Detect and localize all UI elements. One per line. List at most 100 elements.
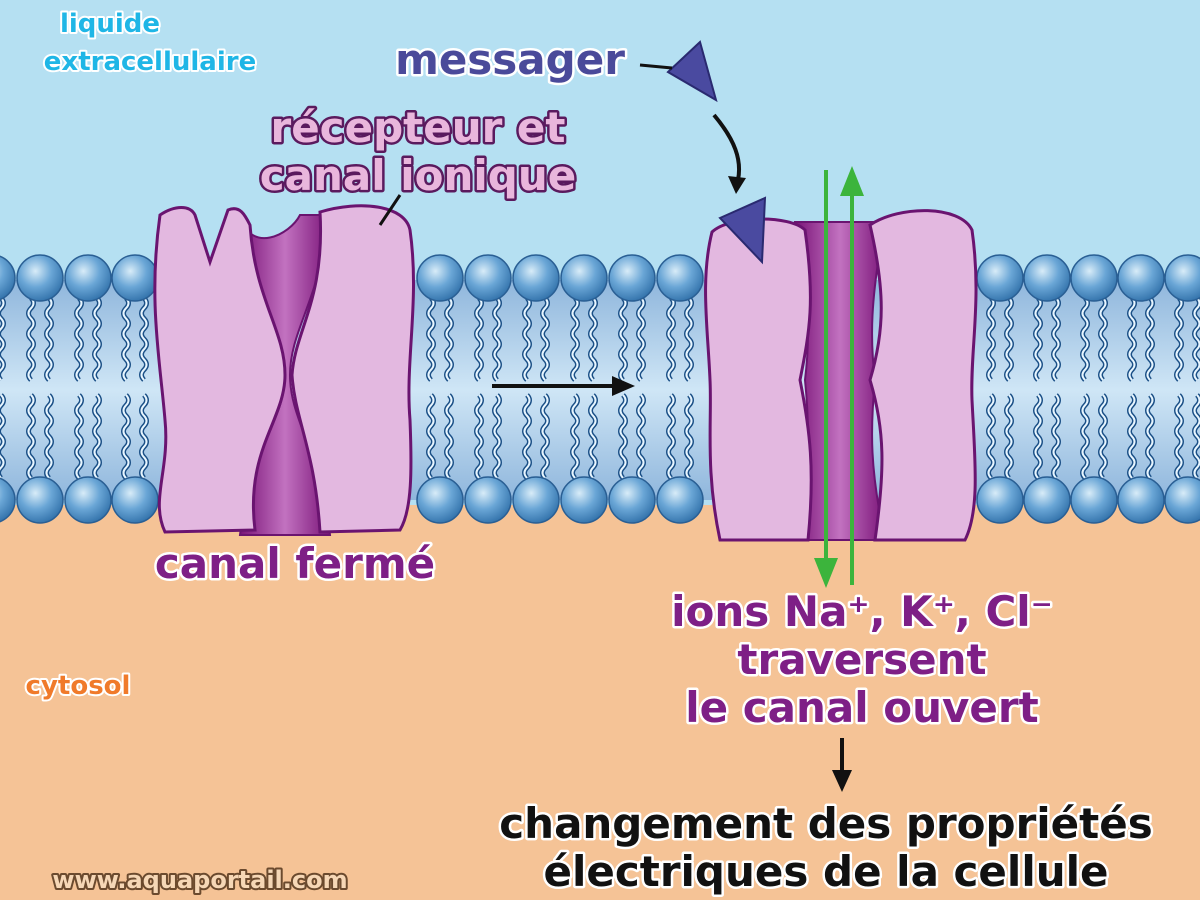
label-ions-2: traversent: [737, 635, 986, 684]
lipid-tail: [685, 297, 693, 381]
lipid-tail: [1081, 394, 1089, 479]
lipid-tail: [541, 297, 549, 381]
lipid-tail: [445, 394, 453, 479]
lipid-head: [608, 254, 656, 302]
lipid-head: [976, 476, 1024, 524]
label-closed-channel: canal fermé: [155, 539, 435, 588]
lipid-tail: [1146, 394, 1154, 479]
lipid-head: [0, 255, 16, 301]
lipid-head: [512, 476, 560, 524]
label-ions-3: le canal ouvert: [685, 683, 1038, 732]
lipid-tail: [987, 297, 995, 381]
lipid-head: [560, 254, 608, 302]
lipid-tail: [122, 297, 130, 381]
lipid-head: [64, 254, 112, 302]
label-ions-1: ions Na⁺, K⁺, Cl⁻: [671, 587, 1053, 636]
lipid-head: [1164, 254, 1200, 302]
label-extracellular-2: extracellulaire: [44, 47, 256, 77]
lipid-tail: [619, 297, 627, 381]
lipid-tail: [685, 394, 693, 479]
lipid-tail: [637, 297, 645, 381]
lipid-head: [512, 254, 560, 302]
watermark: www.aquaportail.com: [52, 866, 347, 894]
messenger-molecule-bound: [718, 196, 767, 265]
lipid-tail: [445, 297, 453, 381]
binding-arrow: [712, 113, 742, 181]
lipid-head: [1023, 476, 1071, 524]
lipid-head: [1117, 476, 1165, 524]
lipid-tail: [475, 297, 483, 381]
lipid-head: [1023, 254, 1071, 302]
label-result-2: électriques de la cellule: [543, 847, 1108, 896]
lipid-tail: [1128, 297, 1136, 381]
lipid-tail: [75, 394, 83, 479]
result-arrow: [832, 738, 852, 792]
lipid-tail: [93, 297, 101, 381]
lipid-tail: [27, 297, 35, 381]
lipid-tail: [1193, 394, 1200, 479]
lipid-tail: [45, 297, 53, 381]
lipid-head: [464, 254, 512, 302]
lipid-head: [1117, 254, 1165, 302]
label-cytosol: cytosol: [26, 671, 131, 701]
lipid-head: [976, 254, 1024, 302]
lipid-tail: [27, 394, 35, 479]
lipid-head: [1070, 476, 1118, 524]
lipid-bilayer: [0, 254, 1200, 524]
lipid-tail: [1052, 394, 1060, 479]
lipid-head: [656, 254, 704, 302]
lipid-head: [111, 476, 159, 524]
lipid-head: [16, 254, 64, 302]
lipid-head: [0, 477, 16, 523]
lipid-head: [416, 254, 464, 302]
lipid-head: [608, 476, 656, 524]
lipid-tail: [1099, 394, 1107, 479]
lipid-tail: [667, 394, 675, 479]
lipid-head: [1164, 476, 1200, 524]
lipid-tail: [1175, 297, 1183, 381]
lipid-tail: [1005, 394, 1013, 479]
label-result-1: changement des propriétés: [499, 799, 1152, 848]
lipid-tail: [637, 394, 645, 479]
lipid-tail: [571, 297, 579, 381]
lipid-tail: [0, 394, 5, 479]
lipid-tail: [1128, 394, 1136, 479]
lipid-tail: [987, 394, 995, 479]
lipid-tail: [1099, 297, 1107, 381]
lipid-head: [560, 476, 608, 524]
lipid-tail: [475, 394, 483, 479]
lipid-tail: [1081, 297, 1089, 381]
lipid-tail: [589, 297, 597, 381]
lipid-tail: [93, 394, 101, 479]
lipid-tail: [1052, 297, 1060, 381]
closed-channel: [153, 194, 415, 536]
lipid-head: [464, 476, 512, 524]
lipid-tail: [1005, 297, 1013, 381]
lipid-tail: [493, 297, 501, 381]
lipid-tail: [1193, 297, 1200, 381]
lipid-head: [656, 476, 704, 524]
lipid-head: [16, 476, 64, 524]
messenger-molecule-free: [666, 40, 718, 103]
label-extracellular-1: liquide: [60, 9, 160, 39]
lipid-tail: [523, 297, 531, 381]
cytosol-region: [0, 505, 1200, 900]
label-receptor-1: récepteur et: [270, 103, 565, 152]
lipid-tail: [122, 394, 130, 479]
lipid-tail: [523, 394, 531, 479]
lipid-tail: [667, 297, 675, 381]
messenger-pointer: [639, 63, 673, 70]
lipid-tail: [493, 394, 501, 479]
ion-flow-arrows: [814, 166, 864, 588]
lipid-tail: [541, 394, 549, 479]
lipid-tail: [427, 394, 435, 479]
lipid-tail: [1146, 297, 1154, 381]
label-messenger: messager: [395, 35, 625, 84]
receptor-pointer: [378, 194, 402, 226]
lipid-tail: [1034, 394, 1042, 479]
lipid-head: [111, 254, 159, 302]
lipid-tail: [140, 394, 148, 479]
lipid-tail: [1034, 297, 1042, 381]
lipid-tail: [427, 297, 435, 381]
